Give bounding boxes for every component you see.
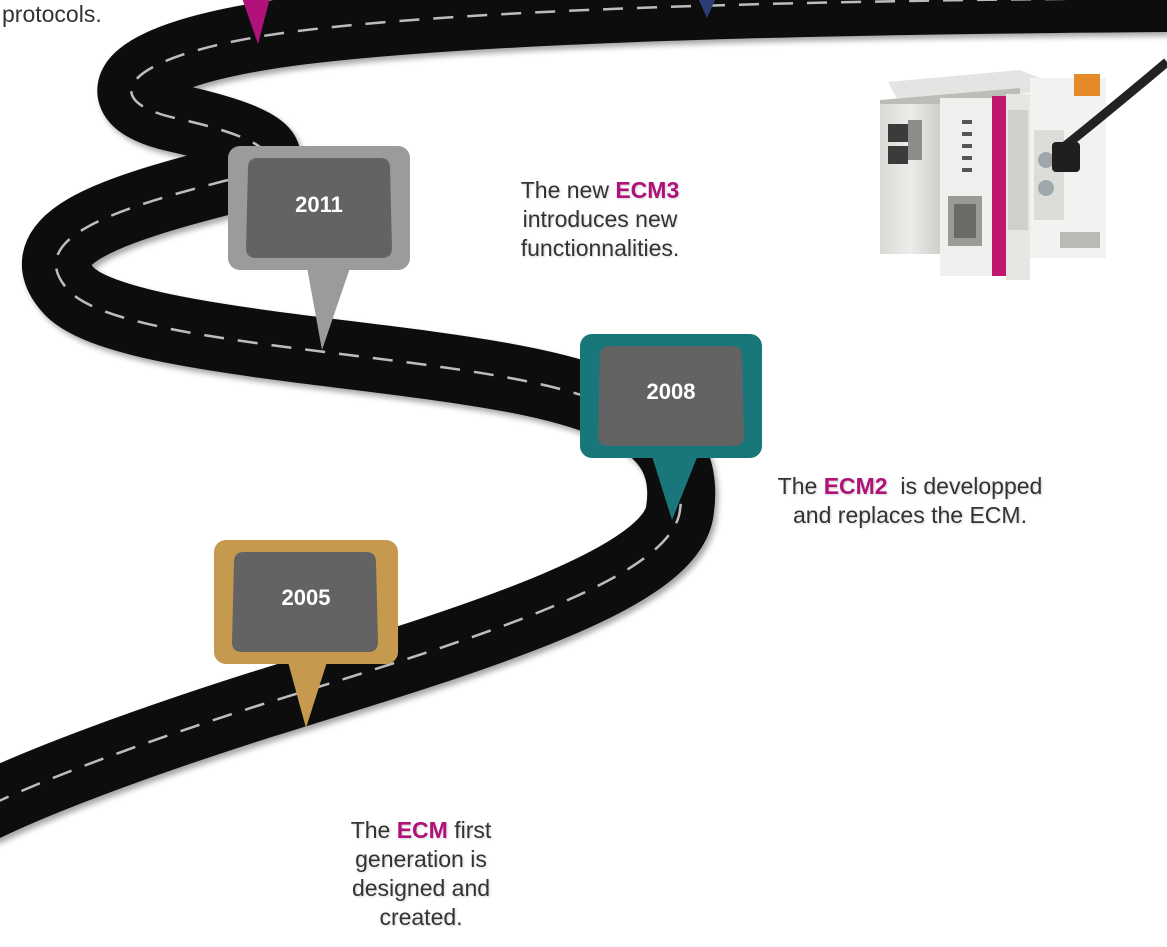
top-pin-magenta (242, 0, 270, 44)
desc-text-before: The new (520, 177, 616, 203)
milestone-marker-2008[interactable]: 2008 (580, 334, 762, 520)
year-label-2005: 2005 (282, 585, 331, 610)
top-pin-navy (698, 0, 716, 18)
desc-text-after: is developped and replaces the ECM. (793, 473, 1043, 528)
desc-highlight-ecm2: ECM2 (823, 473, 888, 499)
milestone-marker-2005[interactable]: 2005 (214, 540, 398, 728)
desc-text-before: The (777, 473, 824, 499)
year-label-2011: 2011 (295, 192, 343, 217)
milestone-description-2008: The ECM2 is developped and replaces the … (760, 472, 1060, 530)
desc-text-after: introduces new functionnalities. (520, 206, 680, 261)
desc-highlight-ecm3: ECM3 (615, 177, 680, 203)
road (0, 0, 1167, 839)
desc-text-after: first generation is designed and created… (351, 817, 492, 930)
top-fragment-text: protocols. (2, 1, 102, 27)
year-label-2008: 2008 (647, 379, 696, 404)
desc-highlight-ecm: ECM (396, 817, 448, 843)
milestone-description-2011: The new ECM3 introduces new functionnali… (470, 176, 730, 263)
milestone-marker-2011[interactable]: 2011 (228, 146, 410, 350)
milestone-description-2005: The ECM first generation is designed and… (316, 816, 526, 932)
desc-text-before: The (350, 817, 397, 843)
ecm-device-image (880, 58, 1167, 280)
